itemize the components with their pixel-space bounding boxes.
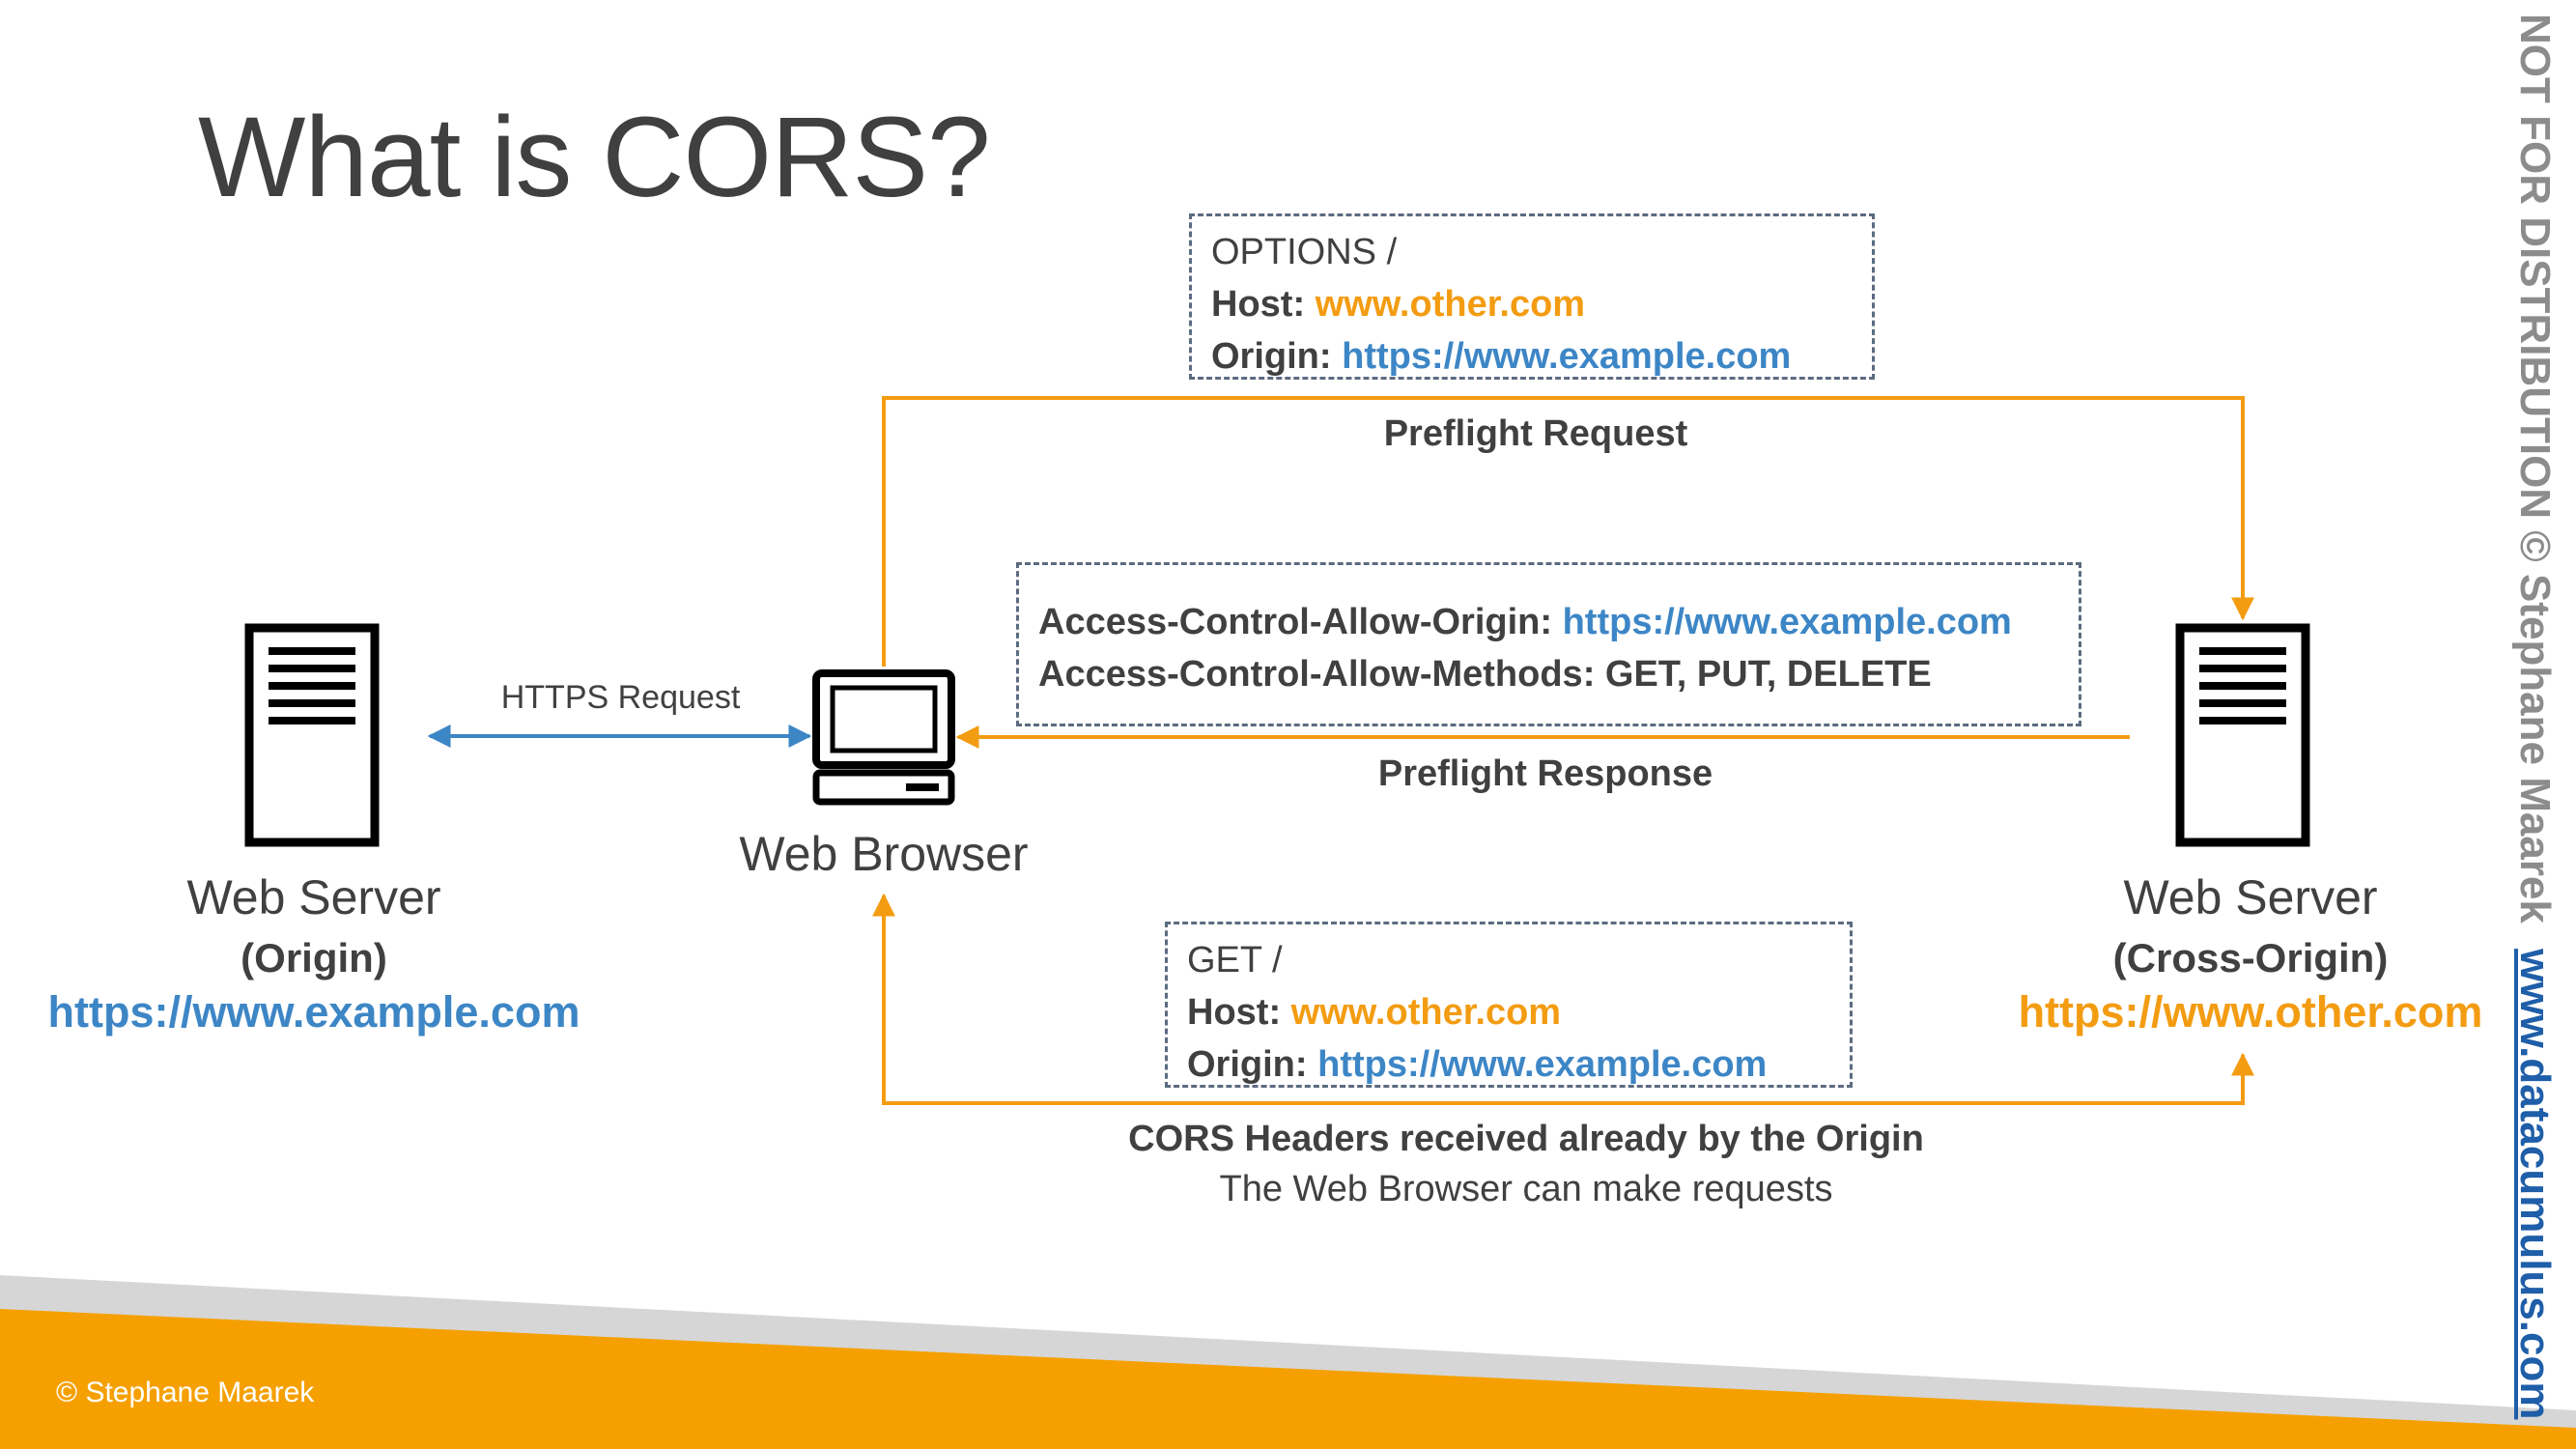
watermark-text: NOT FOR DISTRIBUTION © Stephane Maarek (2511, 14, 2559, 923)
watermark-link[interactable]: www.datacumulus.com (2511, 949, 2559, 1420)
server-icon-origin (244, 623, 380, 847)
options-host-value: www.other.com (1315, 284, 1586, 325)
browser-label: Web Browser (739, 827, 1029, 881)
get-method: GET / (1187, 940, 1283, 980)
cross-server-url: https://www.other.com (2018, 987, 2483, 1037)
allow-methods: Access-Control-Allow-Methods: GET, PUT, … (1038, 654, 1932, 695)
cors-received-label: CORS Headers received already by the Ori… (1128, 1119, 1924, 1159)
watermark: NOT FOR DISTRIBUTION © Stephane Maarek w… (2505, 14, 2562, 1419)
cross-server-label: Web Server (2123, 870, 2378, 924)
preflight-response-label: Preflight Response (1377, 753, 1713, 794)
https-request-label: HTTPS Request (500, 679, 741, 716)
footer-copyright: © Stephane Maarek (56, 1377, 315, 1408)
origin-server-url: https://www.example.com (47, 987, 580, 1037)
get-host-value: www.other.com (1290, 992, 1562, 1033)
options-origin-key: Origin: (1211, 336, 1332, 377)
origin-server-sub: (Origin) (241, 935, 387, 980)
allow-origin-value: https://www.example.com (1562, 602, 2012, 642)
preflight-request-arrow (882, 396, 2254, 667)
options-request-box: OPTIONS / Host: www.other.com Origin: ht… (1189, 213, 1875, 380)
cross-server-sub: (Cross-Origin) (2112, 935, 2389, 980)
allow-origin-key: Access-Control-Allow-Origin: (1038, 602, 1553, 642)
get-origin-value: https://www.example.com (1317, 1044, 1768, 1085)
can-make-requests-label: The Web Browser can make requests (1219, 1169, 1833, 1209)
preflight-request-label: Preflight Request (1383, 413, 1688, 454)
get-host-key: Host: (1187, 992, 1282, 1033)
options-host-key: Host: (1211, 284, 1306, 325)
options-method: OPTIONS / (1211, 232, 1398, 272)
origin-server-label: Web Server (186, 870, 441, 924)
get-origin-key: Origin: (1187, 1044, 1308, 1085)
computer-icon-browser (812, 669, 955, 806)
preflight-response-box: Access-Control-Allow-Origin: https://www… (1016, 562, 2081, 726)
cors-request-arrow (872, 893, 2254, 1105)
get-request-box: GET / Host: www.other.com Origin: https:… (1165, 922, 1853, 1088)
options-origin-value: https://www.example.com (1342, 336, 1792, 377)
footer-band-orange (0, 1309, 2576, 1449)
slide-title: What is CORS? (198, 94, 991, 221)
server-icon-cross-origin (2175, 623, 2310, 847)
